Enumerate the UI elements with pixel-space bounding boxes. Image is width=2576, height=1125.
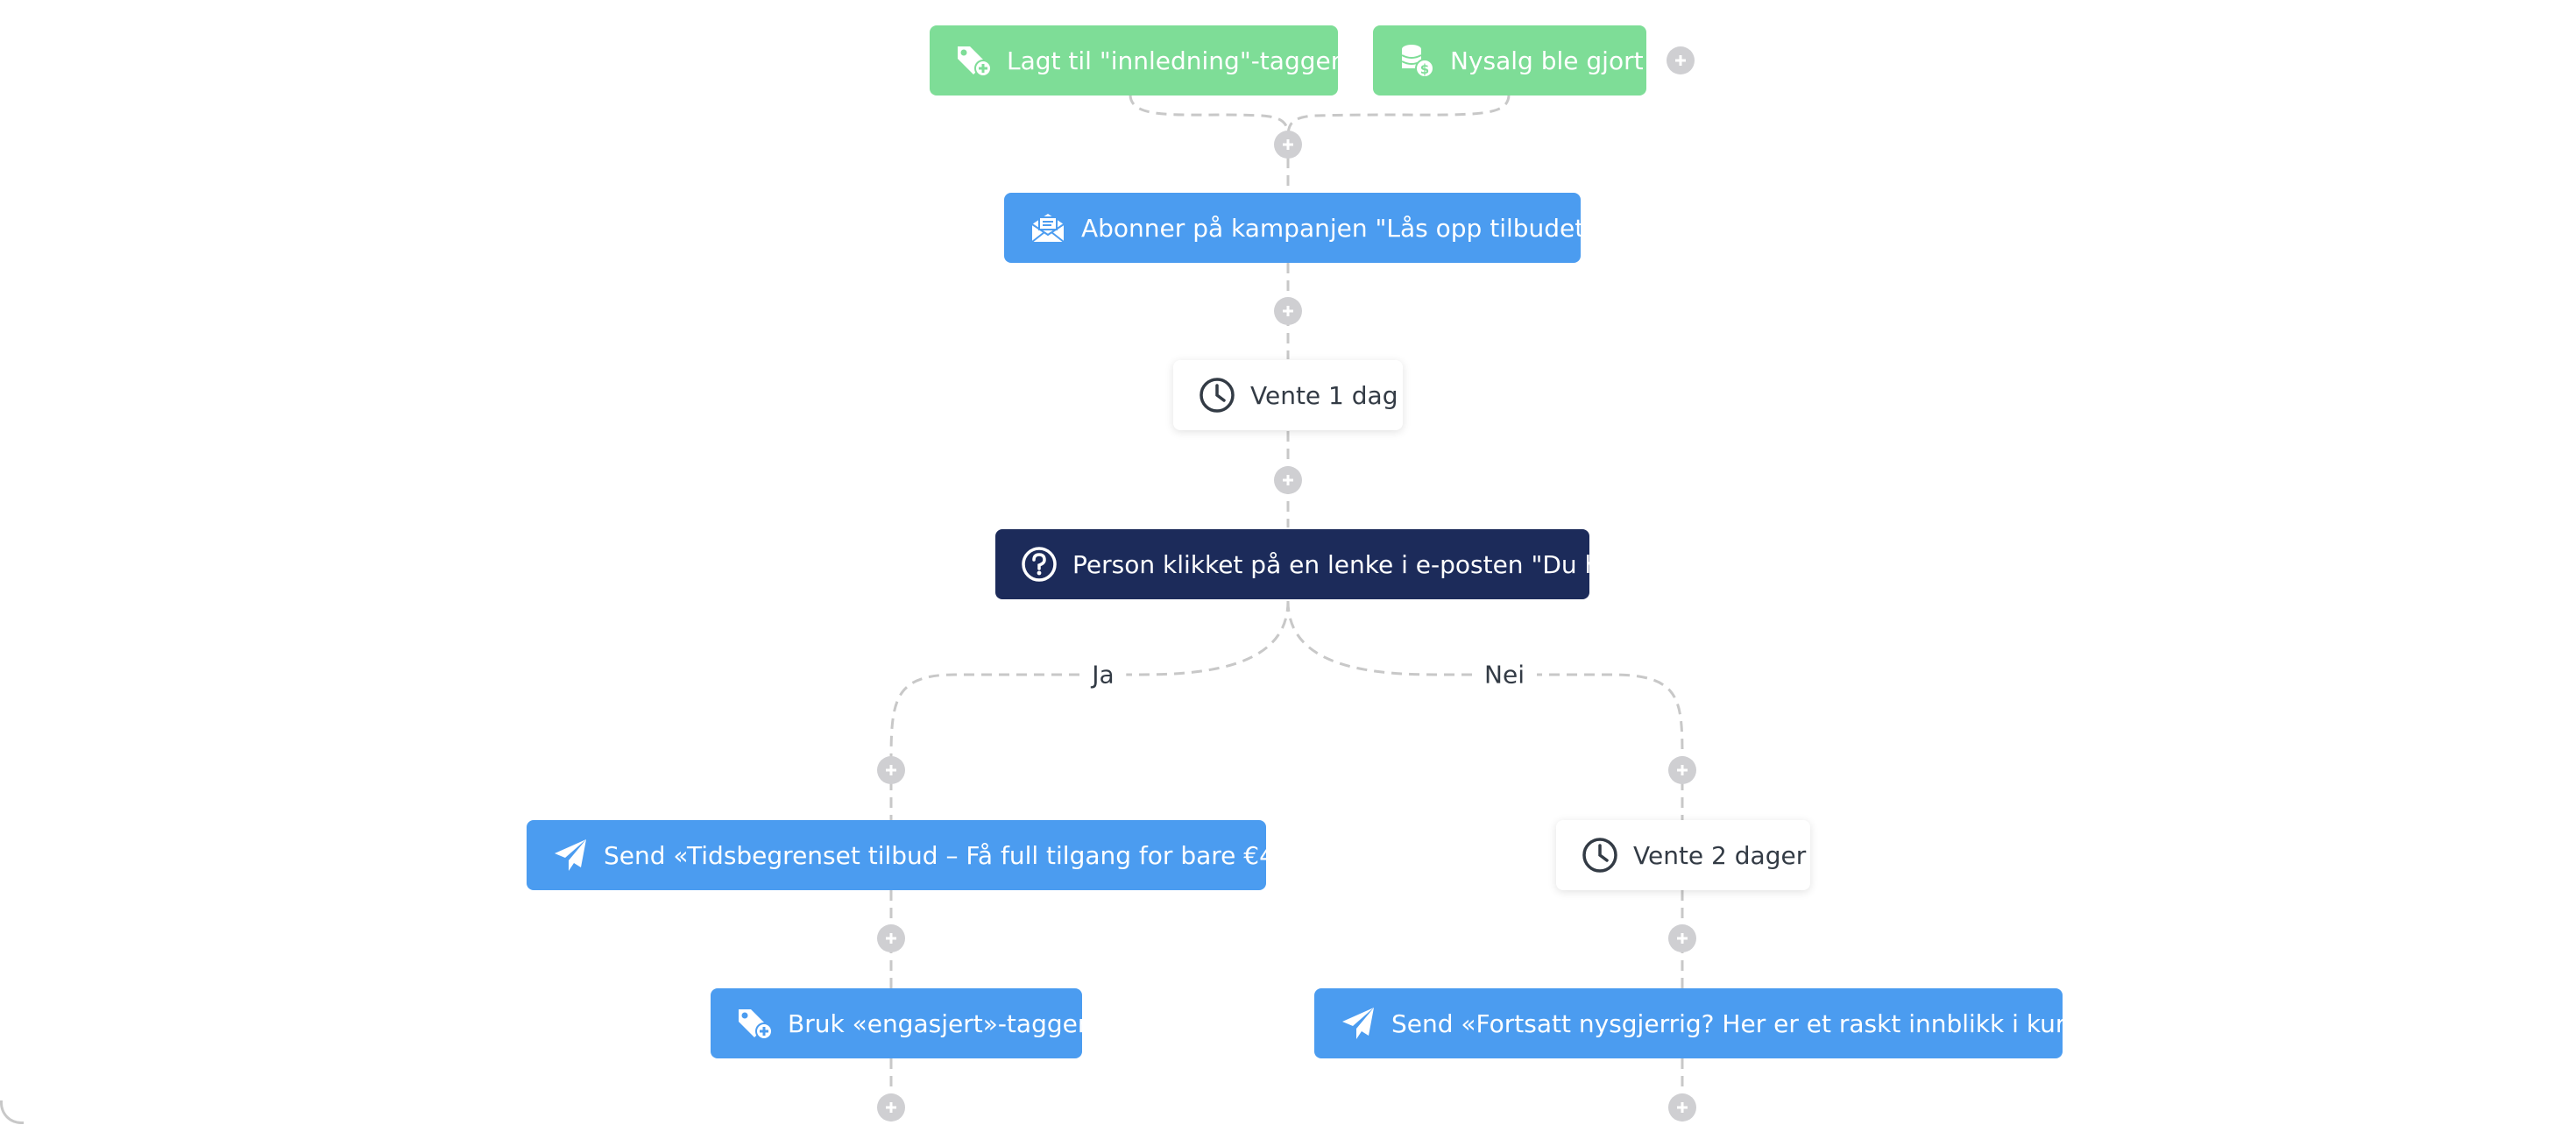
connector-yes-branch xyxy=(889,600,1290,763)
action-subscribe-campaign[interactable]: Abonner på kampanjen "Lås opp tilbudet". xyxy=(1004,193,1581,263)
action-send-email-limited-offer[interactable]: Send «Tidsbegrenset tilbud – Få full til… xyxy=(527,820,1266,890)
action-send-email-course-preview[interactable]: Send «Fortsatt nysgjerrig? Her er et ras… xyxy=(1314,988,2063,1058)
tag-plus-icon xyxy=(735,1004,774,1043)
plus-icon xyxy=(886,1102,896,1113)
plus-icon xyxy=(1677,933,1688,944)
connector-trigger-2 xyxy=(1286,94,1511,141)
plus-icon xyxy=(1677,765,1688,775)
trigger-label: Nysalg ble gjort xyxy=(1450,46,1644,75)
trigger-label: Lagt til "innledning"-taggen xyxy=(1007,46,1338,75)
action-label: Send «Fortsatt nysgjerrig? Her er et ras… xyxy=(1391,1008,2063,1038)
plus-icon xyxy=(1283,306,1293,316)
action-label: Bruk «engasjert»-taggen xyxy=(788,1008,1082,1038)
clock-icon xyxy=(1198,376,1236,414)
coins-icon: $ xyxy=(1398,41,1436,80)
add-step-button[interactable] xyxy=(1668,1093,1696,1121)
mail-envelope-icon xyxy=(1029,209,1067,247)
branch-label-no: Nei xyxy=(1472,660,1537,690)
delay-label: Vente 1 dag xyxy=(1250,380,1398,410)
action-apply-engaged-tag[interactable]: Bruk «engasjert»-taggen xyxy=(711,988,1082,1058)
plus-icon xyxy=(1283,475,1293,485)
trigger-tag-added[interactable]: Lagt til "innledning"-taggen xyxy=(930,25,1338,96)
add-step-button[interactable] xyxy=(1274,131,1302,159)
delay-wait-1-day[interactable]: Vente 1 dag xyxy=(1173,360,1403,430)
add-step-button[interactable] xyxy=(1668,924,1696,952)
add-step-button[interactable] xyxy=(1668,756,1696,784)
condition-link-clicked[interactable]: Person klikket på en lenke i e-posten "D… xyxy=(995,529,1589,599)
connector-no-branch xyxy=(1286,600,1684,763)
trigger-sale-made[interactable]: $ Nysalg ble gjort xyxy=(1373,25,1646,96)
add-step-button[interactable] xyxy=(1274,297,1302,325)
delay-wait-2-days[interactable]: Vente 2 dager xyxy=(1556,820,1810,890)
plus-icon xyxy=(886,933,896,944)
plus-icon xyxy=(1675,55,1686,66)
clock-icon xyxy=(1581,836,1619,874)
add-step-button[interactable] xyxy=(877,1093,905,1121)
plus-icon xyxy=(1677,1102,1688,1113)
connector-trigger-1 xyxy=(1129,94,1290,141)
paper-plane-icon xyxy=(1339,1004,1377,1043)
condition-label: Person klikket på en lenke i e-posten "D… xyxy=(1072,549,1589,579)
action-label: Abonner på kampanjen "Lås opp tilbudet". xyxy=(1081,213,1581,243)
branch-label-yes: Ja xyxy=(1079,660,1127,690)
action-label: Send «Tidsbegrenset tilbud – Få full til… xyxy=(604,840,1266,870)
svg-text:$: $ xyxy=(1420,61,1429,77)
add-trigger-button[interactable] xyxy=(1667,46,1695,74)
delay-label: Vente 2 dager xyxy=(1633,840,1807,870)
plus-icon xyxy=(886,765,896,775)
add-step-button[interactable] xyxy=(877,924,905,952)
tag-plus-icon xyxy=(954,41,993,80)
paper-plane-icon xyxy=(551,836,590,874)
plus-icon xyxy=(1283,139,1293,150)
add-step-button[interactable] xyxy=(1274,466,1302,494)
question-circle-icon xyxy=(1020,545,1058,584)
add-step-button[interactable] xyxy=(877,756,905,784)
